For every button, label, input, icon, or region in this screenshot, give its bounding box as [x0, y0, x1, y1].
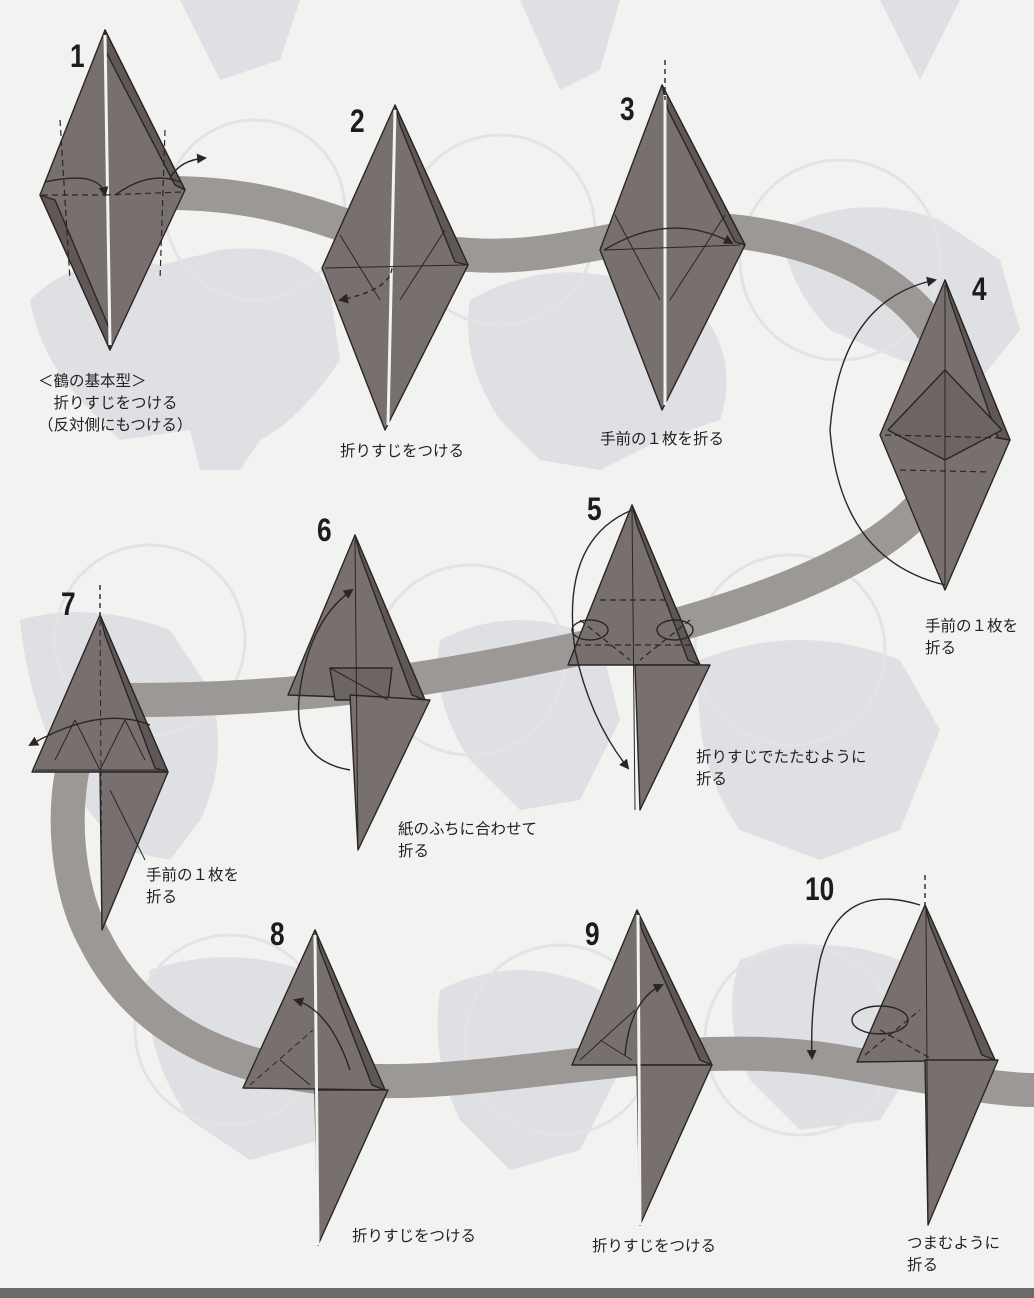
step-10-model	[806, 875, 999, 1226]
caption-line: 手前の１枚を折る	[600, 430, 725, 448]
step-9-model	[571, 909, 713, 1226]
caption-line: 手前の１枚を	[925, 617, 1019, 635]
step-1-number: 1	[70, 38, 85, 74]
step-9-number: 9	[585, 916, 600, 952]
caption-line: 折る	[696, 770, 728, 788]
step-2-caption: 折りすじをつける	[340, 440, 464, 462]
step-6-model	[287, 534, 431, 851]
step-6-number: 6	[317, 512, 332, 548]
step-1-caption: ＜鶴の基本型＞ 折りすじをつける （反対側にもつける）	[38, 370, 192, 436]
step-7-caption: 手前の１枚を 折る	[146, 864, 239, 908]
caption-line: 折る	[146, 888, 178, 906]
step-3-caption: 手前の１枚を折る	[600, 428, 724, 450]
step-9-caption: 折りすじをつける	[592, 1235, 716, 1257]
step-5-caption: 折りすじでたたむように 折る	[696, 746, 867, 790]
caption-line: 折る	[907, 1256, 939, 1274]
caption-line: ＜鶴の基本型＞	[38, 372, 147, 390]
step-8-number: 8	[270, 916, 285, 952]
step-10-caption: つまむように 折る	[907, 1232, 1000, 1276]
step-4-caption: 手前の１枚を 折る	[925, 615, 1018, 659]
step-7-number: 7	[61, 586, 76, 622]
caption-line: 折る	[398, 842, 430, 860]
step-6-caption: 紙のふちに合わせて 折る	[398, 818, 537, 862]
road-path	[50, 175, 1034, 1107]
step-3-number: 3	[620, 91, 635, 127]
step-3-model	[599, 60, 746, 411]
bottom-edge-shadow	[0, 1288, 1034, 1298]
caption-line: 折りすじでたたむように	[696, 748, 867, 766]
caption-line: 手前の１枚を	[146, 866, 240, 884]
caption-line: つまむように	[907, 1234, 1001, 1252]
step-2-number: 2	[350, 103, 365, 139]
caption-line: 折る	[925, 639, 957, 657]
step-5-model	[567, 504, 711, 811]
step-10-number: 10	[805, 871, 835, 907]
step-7-model	[28, 585, 169, 931]
step-5-number: 5	[587, 491, 602, 527]
caption-line: 折りすじをつける	[592, 1237, 717, 1255]
ghost-animal-11	[520, 0, 620, 90]
step-8-caption: 折りすじをつける	[352, 1225, 476, 1247]
step-8-model	[242, 929, 389, 1246]
step-1-model	[39, 29, 207, 351]
ghost-animal-6	[698, 640, 940, 860]
caption-line: 折りすじをつける	[340, 442, 465, 460]
caption-line: 折りすじをつける	[352, 1227, 477, 1245]
caption-line: 紙のふちに合わせて	[398, 820, 538, 838]
step-4-model	[829, 276, 1011, 591]
step-2-model	[321, 104, 469, 431]
caption-line: 折りすじをつける	[38, 394, 178, 412]
ghost-circle-3	[738, 158, 942, 362]
ghost-circle-6	[693, 553, 887, 747]
ghost-animal-12	[880, 0, 960, 80]
caption-line: （反対側にもつける）	[38, 416, 193, 434]
ghost-animal-10	[180, 0, 300, 80]
step-4-number: 4	[972, 271, 987, 307]
